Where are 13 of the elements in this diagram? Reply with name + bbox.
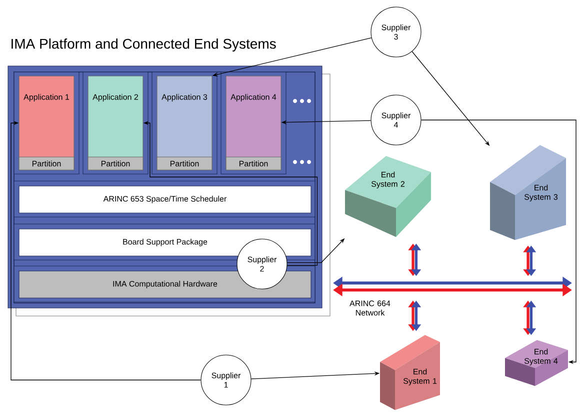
partition-box: Partition [226, 156, 282, 170]
partition-box: Partition [156, 156, 212, 170]
end-system-block: End System 2 [345, 156, 431, 237]
end-system-block: End System 1 [380, 335, 440, 410]
title: IMA Platform and Connected End Systems [12, 38, 276, 52]
network-label: ARINC 664 Network [350, 300, 390, 316]
partition-box: Partition [18, 156, 74, 170]
end-system-block: End System 4 [505, 340, 568, 386]
layer-band: ARINC 653 Space/Time Scheduler [14, 180, 316, 218]
partition-box: Partition [88, 156, 144, 170]
end-system-block: End System 3 [490, 145, 566, 240]
arrow [420, 120, 576, 364]
arrow [10, 120, 202, 380]
